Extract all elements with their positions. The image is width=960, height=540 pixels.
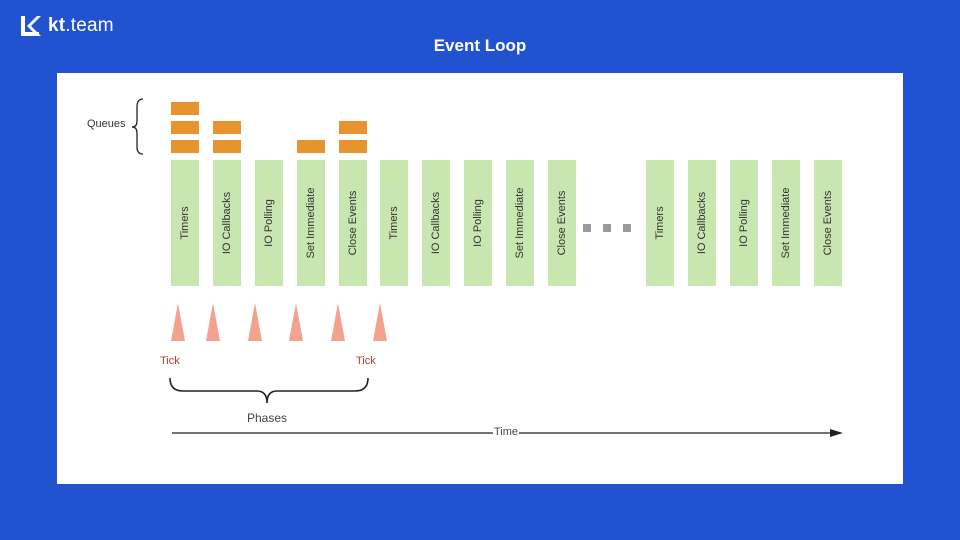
- phase-label: Timers: [179, 206, 191, 240]
- phase-label: Close Events: [822, 190, 834, 256]
- phase-label: Timers: [388, 206, 400, 240]
- tick-marker: [373, 303, 387, 341]
- tick-marker: [248, 303, 262, 341]
- phase-label: IO Callbacks: [221, 191, 233, 255]
- phase-column: Timers: [646, 160, 674, 286]
- phase-label: Set Immediate: [305, 187, 317, 259]
- phase-label: IO Callbacks: [430, 191, 442, 255]
- phase-column: Set Immediate: [297, 160, 325, 286]
- phase-column: Set Immediate: [772, 160, 800, 286]
- brand-logo: kt.team: [18, 14, 114, 38]
- phase-column: IO Polling: [730, 160, 758, 286]
- phase-label: Set Immediate: [514, 187, 526, 259]
- queues-label: Queues: [87, 118, 126, 130]
- queue-item: [297, 140, 325, 153]
- logo-text-bold: kt: [48, 15, 66, 36]
- phase-column: IO Polling: [464, 160, 492, 286]
- logo-text: kt.team: [48, 15, 114, 37]
- phase-column: Timers: [380, 160, 408, 286]
- tick-markers: [171, 303, 387, 341]
- queue-item: [213, 121, 241, 134]
- ellipsis-dot: [603, 224, 611, 232]
- ellipsis-dot: [623, 224, 631, 232]
- phase-label: Close Events: [347, 190, 359, 256]
- phase-column: Close Events: [548, 160, 576, 286]
- queue-item: [171, 121, 199, 134]
- tick-marker: [171, 303, 185, 341]
- phase-label: IO Polling: [738, 199, 750, 247]
- time-label: Time: [493, 426, 520, 438]
- queue-item: [339, 140, 367, 153]
- phase-column: IO Callbacks: [688, 160, 716, 286]
- phase-label: IO Callbacks: [696, 191, 708, 255]
- tick-start-label: Tick: [160, 355, 180, 367]
- phase-column: Close Events: [339, 160, 367, 286]
- logo-text-rest: .team: [65, 15, 114, 36]
- phases-label: Phases: [247, 411, 288, 425]
- phase-column: Set Immediate: [506, 160, 534, 286]
- tick-end-label: Tick: [356, 355, 376, 367]
- phase-label: Close Events: [556, 190, 568, 256]
- tick-marker: [331, 303, 345, 341]
- tick-marker: [289, 303, 303, 341]
- phase-label: Set Immediate: [780, 187, 792, 259]
- queue-item: [171, 102, 199, 115]
- phase-label: IO Polling: [263, 199, 275, 247]
- queues-brace: [131, 98, 144, 155]
- queue-item: [171, 140, 199, 153]
- phase-column: IO Polling: [255, 160, 283, 286]
- phase-label: Timers: [654, 206, 666, 240]
- phase-column: IO Callbacks: [422, 160, 450, 286]
- phase-column: Close Events: [814, 160, 842, 286]
- time-axis-arrow-icon: [830, 429, 843, 437]
- phase-column: IO Callbacks: [213, 160, 241, 286]
- queue-item: [339, 121, 367, 134]
- tick-marker: [206, 303, 220, 341]
- phase-label: IO Polling: [472, 199, 484, 247]
- phase-column: Timers: [171, 160, 199, 286]
- phases-brace: [169, 377, 369, 404]
- kt-logo-icon: [21, 16, 41, 36]
- queue-item: [213, 140, 241, 153]
- ellipsis-dot: [583, 224, 591, 232]
- event-loop-diagram: Queues Timers IO Callbacks IO Polling Set I…: [57, 73, 903, 484]
- slide-title: Event Loop: [433, 36, 527, 55]
